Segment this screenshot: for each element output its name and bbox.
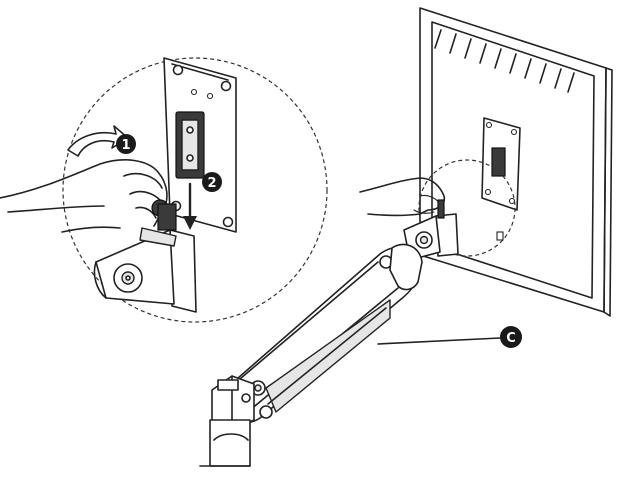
arm-joint-upper [389,243,423,291]
callout-step-1: 1 [116,134,136,154]
callout-c-leader [377,337,501,345]
gas-spring-arm [221,246,420,424]
arm-head-detail [93,199,197,313]
callout-step-2: 2 [202,172,222,192]
detail-zoom-ring-small [418,159,516,257]
vent-slots [434,29,575,93]
quick-release-bracket [175,111,205,179]
callout-part-c: C [500,326,522,348]
monitor-vesa-plate [481,117,521,211]
arm-base-joint [211,375,255,431]
down-arrow-icon [183,182,197,230]
arm-post [199,419,251,467]
callout-part-c-label: C [506,331,516,346]
monitor-rear-panel [418,7,613,317]
callout-step-1-label: 1 [121,138,130,153]
detail-zoom-ring [62,57,328,323]
callout-step-2-label: 2 [207,176,216,191]
hand-detail [0,159,168,233]
